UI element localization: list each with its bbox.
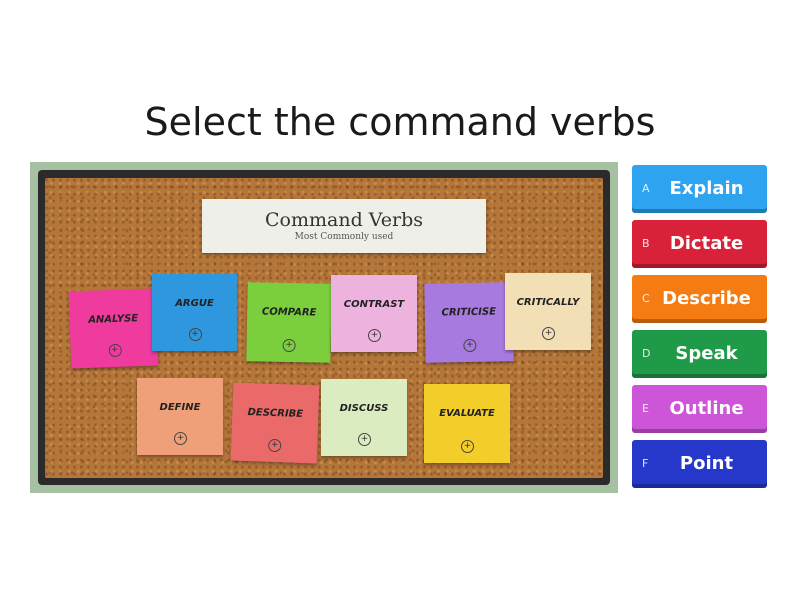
sticky-note-compare: COMPARE + xyxy=(246,282,332,363)
corkboard-frame: Command Verbs Most Commonly used ANALYSE… xyxy=(38,170,610,485)
sticky-note-criticise: CRITICISE + xyxy=(424,282,514,363)
plus-circle-icon: + xyxy=(368,329,381,342)
plus-circle-icon: + xyxy=(463,338,477,353)
sticky-note-word: ARGUE xyxy=(175,298,214,309)
sticky-note-word: EVALUATE xyxy=(439,408,495,419)
sticky-note-critically: CRITICALLY + xyxy=(505,273,591,350)
sticky-note-word: ANALYSE xyxy=(88,313,139,326)
sticky-note-discuss: DISCUSS + xyxy=(321,379,407,456)
sticky-note-describe: DESCRIBE + xyxy=(230,382,320,464)
sticky-note-word: CONTRAST xyxy=(343,299,405,310)
sticky-note-contrast: CONTRAST + xyxy=(331,275,417,352)
plus-circle-icon: + xyxy=(188,328,202,341)
sticky-note-word: DESCRIBE xyxy=(247,407,304,420)
answer-button-f[interactable]: F Point xyxy=(632,440,767,488)
answer-letter: F xyxy=(642,457,649,470)
plus-circle-icon: + xyxy=(108,343,122,358)
answer-letter: C xyxy=(642,292,650,305)
corkboard-image: Command Verbs Most Commonly used ANALYSE… xyxy=(30,162,618,493)
board-subtitle: Most Commonly used xyxy=(294,232,394,242)
answer-letter: B xyxy=(642,237,650,250)
answer-label: Explain xyxy=(669,178,744,199)
answer-label: Dictate xyxy=(669,233,744,254)
sticky-note-word: CRITICISE xyxy=(441,306,497,319)
sticky-note-word: CRITICALLY xyxy=(516,297,580,308)
board-title-card: Command Verbs Most Commonly used xyxy=(202,199,486,253)
answer-button-c[interactable]: C Describe xyxy=(632,275,767,323)
sticky-note-argue: ARGUE + xyxy=(152,274,237,351)
answer-button-d[interactable]: D Speak xyxy=(632,330,767,378)
answer-letter: A xyxy=(642,182,650,195)
plus-circle-icon: + xyxy=(542,327,555,340)
plus-circle-icon: + xyxy=(174,432,187,445)
answer-button-e[interactable]: E Outline xyxy=(632,385,767,433)
board-title: Command Verbs xyxy=(265,209,423,231)
plus-circle-icon: + xyxy=(282,338,296,353)
plus-circle-icon: + xyxy=(267,438,282,453)
answer-letter: D xyxy=(642,347,651,360)
question-title: Select the command verbs xyxy=(144,100,656,144)
sticky-note-define: DEFINE + xyxy=(137,378,223,455)
plus-circle-icon: + xyxy=(461,440,474,453)
answer-label: Describe xyxy=(662,288,751,309)
sticky-note-word: DEFINE xyxy=(159,402,201,413)
sticky-note-evaluate: EVALUATE + xyxy=(424,384,510,463)
corkboard: Command Verbs Most Commonly used ANALYSE… xyxy=(45,178,603,478)
answer-button-a[interactable]: A Explain xyxy=(632,165,767,213)
answer-label: Outline xyxy=(669,398,744,419)
sticky-note-word: COMPARE xyxy=(261,306,317,319)
sticky-note-word: DISCUSS xyxy=(339,403,389,414)
answer-letter: E xyxy=(642,402,649,415)
answer-button-b[interactable]: B Dictate xyxy=(632,220,767,268)
plus-circle-icon: + xyxy=(358,433,371,446)
answer-label: Speak xyxy=(675,343,738,364)
answer-label: Point xyxy=(679,453,734,474)
sticky-note-analyse: ANALYSE + xyxy=(68,288,159,369)
